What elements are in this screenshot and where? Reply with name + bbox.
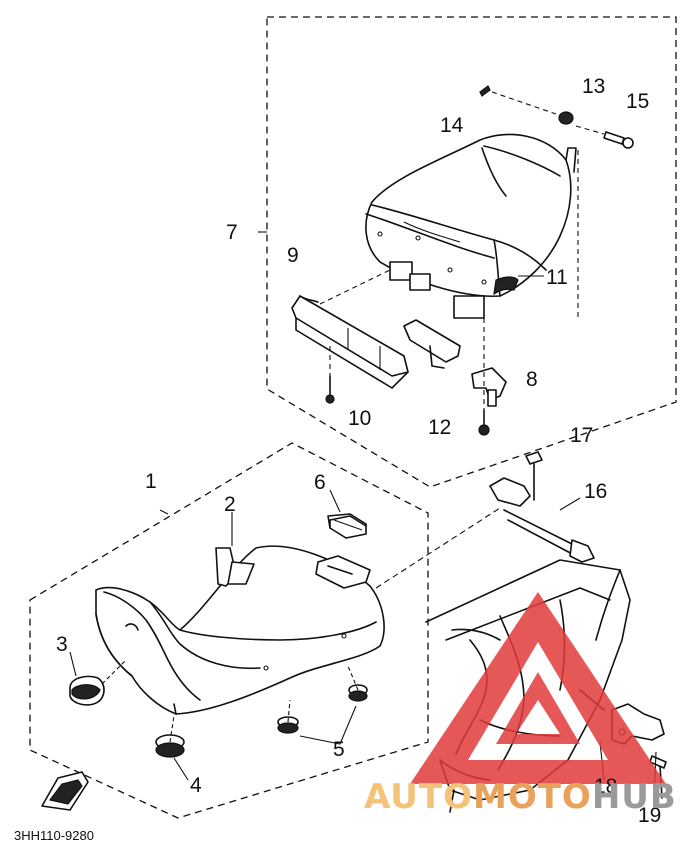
seat-latch-plate (315, 555, 371, 589)
part-15-bolt (603, 131, 634, 149)
callout-1: 1 (145, 470, 157, 493)
callout-8: 8 (526, 368, 538, 391)
part-3-damper (69, 675, 105, 706)
callout-4: 4 (190, 774, 202, 797)
callout-11: 11 (546, 266, 568, 289)
callout-16: 16 (584, 480, 607, 503)
callout-3: 3 (56, 633, 68, 656)
part-16-seat-lock (489, 477, 595, 563)
watermark-logo (410, 592, 666, 784)
part-6-damper (327, 513, 367, 539)
part-9-bracket (291, 295, 409, 389)
callout-7: 7 (226, 221, 238, 244)
watermark-part-2: MOTO (473, 777, 592, 817)
group-1-outline (29, 442, 429, 819)
callout-17: 17 (570, 424, 593, 447)
part-14-pin (479, 85, 491, 97)
part-13-collar (558, 111, 574, 125)
callout-2: 2 (224, 493, 236, 516)
rear-seat (365, 133, 577, 319)
part-5-dampers (277, 684, 368, 734)
callout-10: 10 (348, 407, 371, 430)
watermark-part-3: HUB (592, 777, 677, 817)
callout-6: 6 (314, 471, 326, 494)
part-11-trim (493, 276, 519, 296)
callout-19: 19 (638, 804, 661, 827)
callout-9: 9 (287, 244, 299, 267)
part-10-bolt (325, 375, 335, 404)
part-4-damper (155, 734, 185, 758)
part-2-strap (215, 547, 255, 587)
part-8-bracket (403, 319, 507, 407)
callout-15: 15 (626, 90, 649, 113)
front-direction-icon (41, 771, 89, 811)
main-seat (95, 545, 385, 715)
watermark-part-1: AUTO (364, 777, 473, 817)
callout-14: 14 (440, 114, 464, 137)
callout-5: 5 (333, 738, 345, 761)
callout-13: 13 (582, 75, 605, 98)
callout-18: 18 (594, 775, 617, 798)
diagram-code: 3HH110-9280 (14, 828, 94, 843)
group-7-outline (266, 16, 677, 488)
part-12-bolt (478, 409, 490, 436)
part-17-bolt (525, 451, 543, 501)
watermark-text: AUTOMOTOHUB (364, 777, 677, 817)
callout-12: 12 (428, 416, 451, 439)
